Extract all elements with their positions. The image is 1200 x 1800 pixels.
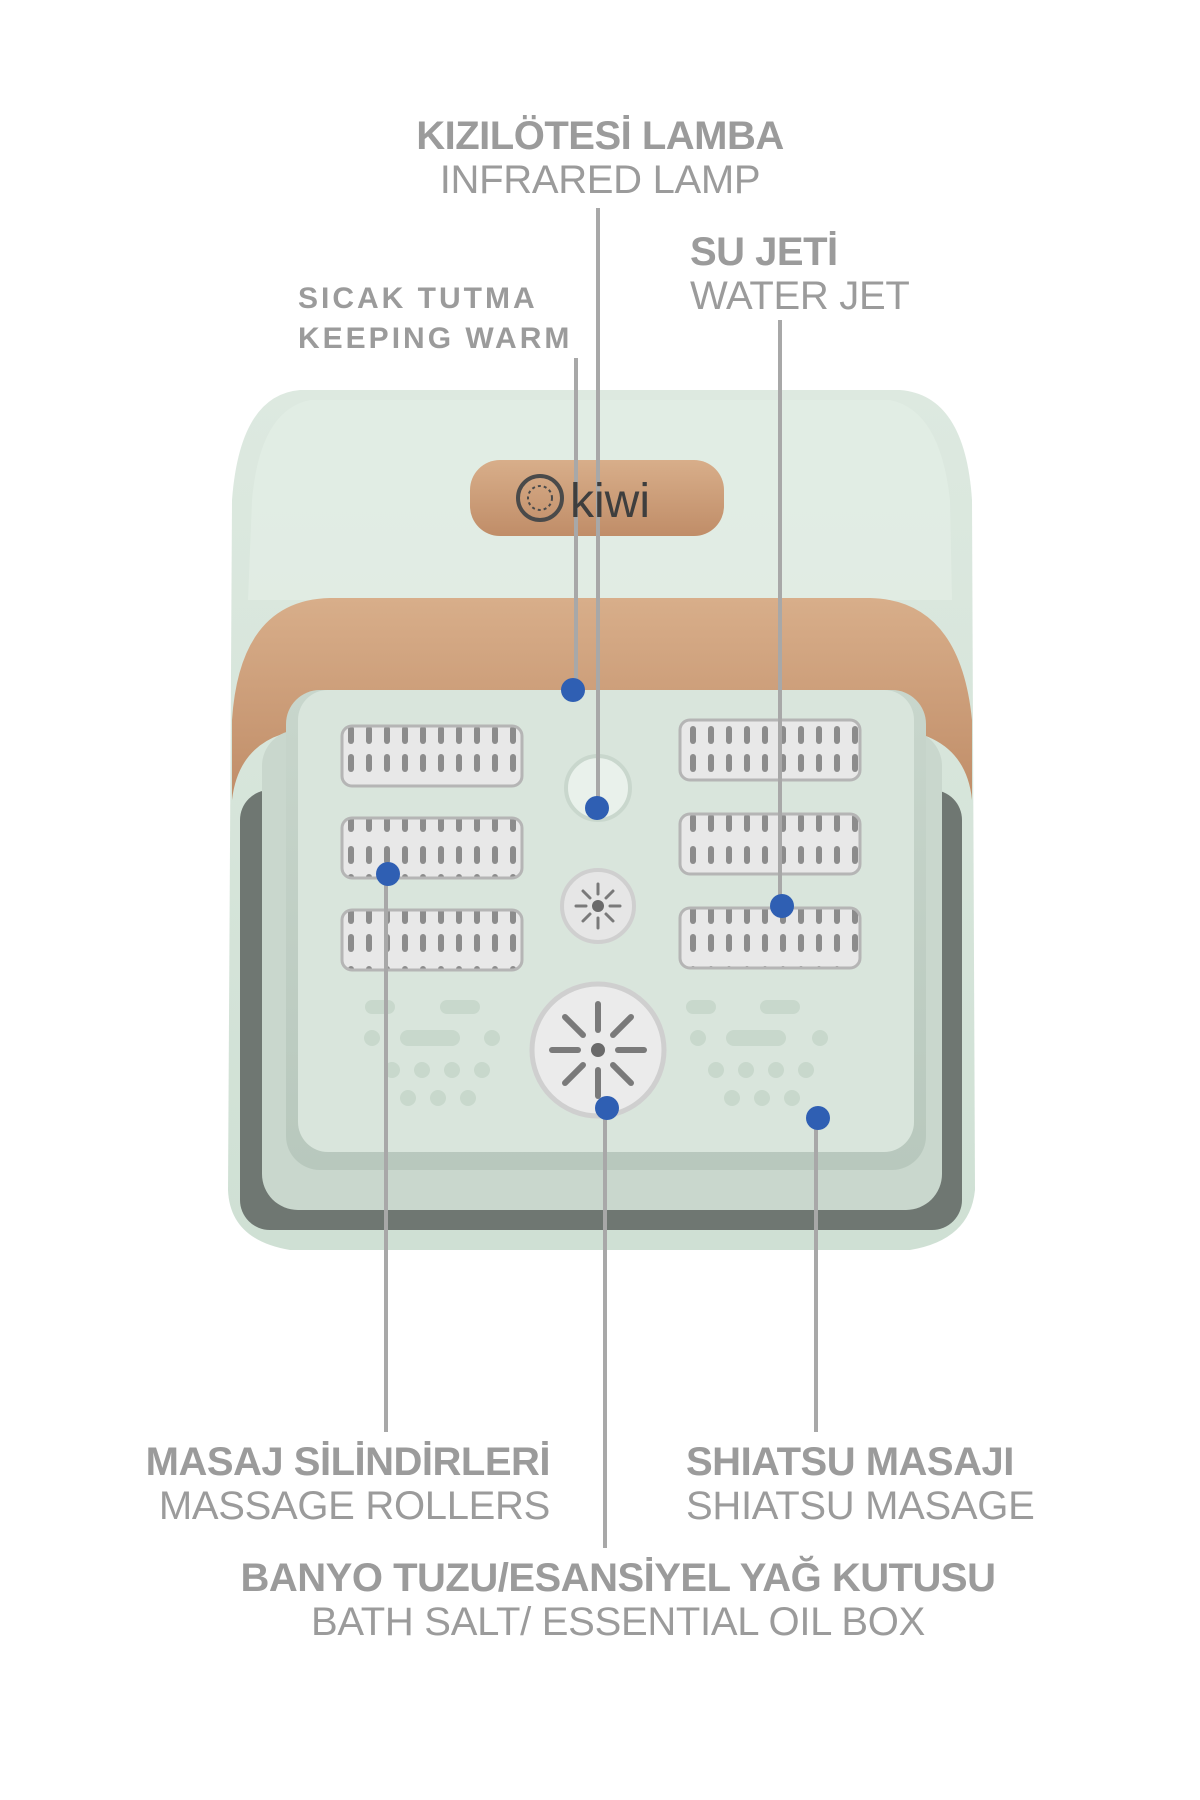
callout-keeping-warm: SICAK TUTMA KEEPING WARM xyxy=(298,284,572,354)
callout-keeping-warm-en: KEEPING WARM xyxy=(298,322,573,355)
callout-infrared-lamp-en: INFRARED LAMP xyxy=(439,158,761,202)
marker-shiatsu xyxy=(806,1106,830,1130)
callout-bath-salt-box-en: BATH SALT/ ESSENTIAL OIL BOX xyxy=(310,1600,925,1644)
callout-keeping-warm-tr: SICAK TUTMA xyxy=(298,282,538,315)
callout-water-jet-tr: SU JETİ xyxy=(690,230,838,274)
leader-lines xyxy=(384,208,818,1548)
rollers-right xyxy=(678,718,862,970)
callout-massage-rollers-en: MASSAGE ROLLERS xyxy=(158,1484,550,1528)
brand-logo-text: kiwi xyxy=(570,475,650,528)
callout-water-jet-en: WATER JET xyxy=(690,274,910,318)
shiatsu-nubs-right xyxy=(686,1000,828,1106)
marker-keeping-warm xyxy=(561,678,585,702)
callout-infrared-lamp: KIZILÖTESİ LAMBA INFRARED LAMP xyxy=(416,116,784,200)
callout-bath-salt-box: BANYO TUZU/ESANSİYEL YAĞ KUTUSU BATH SAL… xyxy=(240,1556,997,1644)
callout-bath-salt-box-tr: BANYO TUZU/ESANSİYEL YAĞ KUTUSU xyxy=(240,1556,997,1600)
marker-water-jet xyxy=(770,894,794,918)
callout-shiatsu-massage-en: SHIATSU MASAGE xyxy=(686,1484,1035,1528)
marker-massage-rollers xyxy=(376,862,400,886)
callout-shiatsu-massage: SHIATSU MASAJI SHIATSU MASAGE xyxy=(686,1440,1035,1528)
callout-shiatsu-massage-tr: SHIATSU MASAJI xyxy=(686,1440,1014,1484)
callout-massage-rollers: MASAJ SİLİNDİRLERİ MASSAGE ROLLERS xyxy=(145,1440,551,1528)
callout-massage-rollers-tr: MASAJ SİLİNDİRLERİ xyxy=(145,1440,551,1484)
marker-dots xyxy=(376,678,830,1130)
kiwi-logo-icon xyxy=(516,474,564,522)
water-jet-nozzle xyxy=(560,868,636,944)
bath-salt-box xyxy=(529,981,667,1119)
callout-infrared-lamp-tr: KIZILÖTESİ LAMBA xyxy=(416,114,784,158)
marker-bath-salt-box xyxy=(595,1096,619,1120)
rollers-left xyxy=(340,724,524,972)
marker-infrared-lamp xyxy=(585,796,609,820)
callout-water-jet: SU JETİ WATER JET xyxy=(690,232,910,316)
